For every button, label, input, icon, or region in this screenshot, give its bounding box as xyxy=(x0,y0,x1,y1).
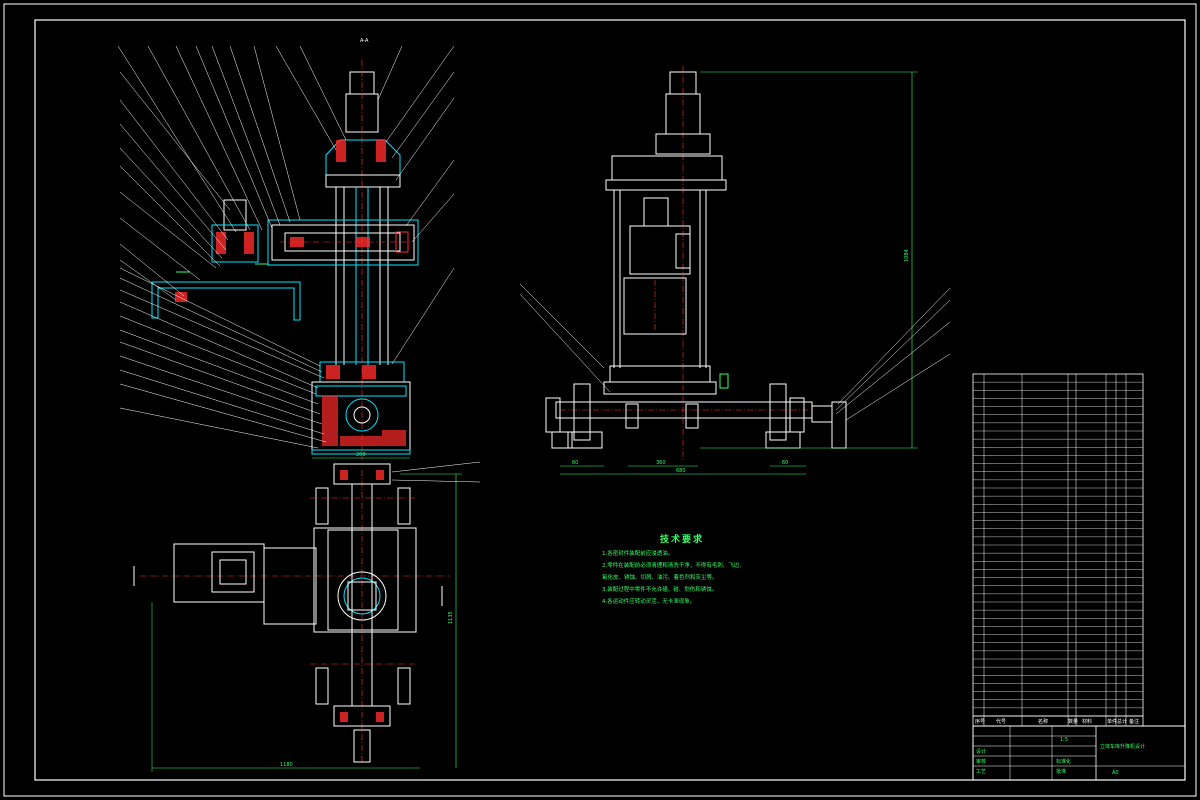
header-index: 序号 xyxy=(975,718,985,725)
header-code: 代号 xyxy=(996,718,1006,725)
tech-req-line: 4.各运动件应转动灵活，无卡滞现象。 xyxy=(602,597,695,605)
dim-side-mid: 360 xyxy=(656,460,666,466)
sign-review: 审核 xyxy=(976,758,986,765)
sign-approve: 批准 xyxy=(1056,768,1066,775)
side-view: 1084 60 360 60 680 xyxy=(519,66,951,475)
dim-side-right: 60 xyxy=(782,460,788,466)
header-remark: 备注 xyxy=(1129,718,1139,725)
dim-front-base: 200 xyxy=(356,452,366,458)
drawing-name: 立体车库升降机设计 xyxy=(1100,743,1145,750)
drawing-sheet-size: A0 xyxy=(1112,770,1119,776)
tech-req-title: 技术要求 xyxy=(660,533,704,545)
front-section-view: A-A xyxy=(117,38,455,460)
header-name: 名称 xyxy=(1038,718,1048,725)
sign-design: 设计 xyxy=(976,748,986,755)
dim-side-total: 680 xyxy=(676,468,686,474)
sign-process: 工艺 xyxy=(976,769,986,775)
title-block: 设计 审核 工艺 标准化 批准 立体车库升降机设计 1:5 A0 xyxy=(972,725,1186,781)
header-unit: 单件 xyxy=(1107,718,1117,725)
header-material: 材料 xyxy=(1082,718,1092,725)
technical-requirements: 技术要求 1.各密封件装配前应浸透油。 2.零件在装配前必须清理和清洗干净，不得… xyxy=(602,533,745,605)
section-label: A-A xyxy=(360,38,369,44)
tech-req-line: 1.各密封件装配前应浸透油。 xyxy=(602,549,673,557)
parts-list: 序号 代号 名称 数量 材料 单件 总计 备注 xyxy=(972,373,1144,727)
dim-side-height: 1084 xyxy=(904,249,910,262)
dim-side-left: 60 xyxy=(572,460,578,466)
tech-req-line: 氧化皮、锈蚀、切屑、油污、着色剂和灰尘等。 xyxy=(602,573,718,581)
tech-req-line: 3.装配过程中零件不允许磕、碰、划伤和锈蚀。 xyxy=(602,585,717,593)
sign-standard: 标准化 xyxy=(1056,758,1071,765)
drawing-scale: 1:5 xyxy=(1060,737,1068,743)
header-qty: 数量 xyxy=(1068,718,1078,725)
tech-req-line: 2.零件在装配前必须清理和清洗干净，不得有毛刺、飞边、 xyxy=(602,561,745,569)
outer-border xyxy=(3,3,1197,797)
dim-top-height: 1135 xyxy=(448,611,454,624)
dim-top-width: 1180 xyxy=(280,762,293,768)
inner-border xyxy=(34,19,1186,781)
header-total: 总计 xyxy=(1117,718,1127,725)
top-view: 1180 1135 xyxy=(133,461,481,772)
